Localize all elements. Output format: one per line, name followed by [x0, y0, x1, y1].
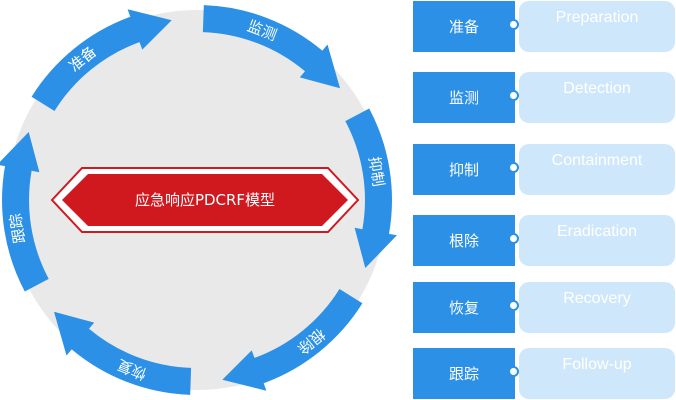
cycle-arrow-follow-up — [0, 132, 49, 292]
phase-cn-label: 抑制 — [413, 144, 515, 195]
phase-row-containment: 抑制 Containment — [413, 144, 675, 195]
phase-cn-label: 根除 — [413, 215, 515, 266]
phase-en-label: Containment — [519, 144, 675, 195]
phase-en-label: Detection — [519, 72, 675, 123]
cycle-arrow-recovery — [54, 311, 192, 395]
cycle-arrow-eradication — [222, 289, 363, 391]
phase-row-detection: 监测 Detection — [413, 72, 675, 123]
cycle-arrow-preparation — [31, 9, 172, 112]
phase-en-label: Follow-up — [519, 348, 675, 399]
cycle-arrow-detection — [202, 5, 340, 89]
phase-list: 准备 Preparation 监测 Detection 抑制 Containme… — [413, 0, 676, 400]
cycle-stage-label-follow-up: 跟踪 — [6, 212, 28, 244]
connector-dot-icon — [508, 162, 519, 173]
phase-en-label: Preparation — [519, 1, 675, 52]
phase-row-recovery: 恢复 Recovery — [413, 282, 675, 333]
phase-cn-label: 准备 — [413, 1, 515, 52]
cycle-arrow-containment — [345, 108, 397, 268]
phase-row-eradication: 根除 Eradication — [413, 215, 675, 266]
connector-dot-icon — [508, 233, 519, 244]
cycle-arrows — [0, 5, 397, 395]
center-title: 应急响应PDCRF模型 — [135, 191, 275, 209]
connector-dot-icon — [508, 366, 519, 377]
cycle-stage-label-containment: 抑制 — [365, 155, 387, 187]
center-banner: 应急响应PDCRF模型 — [50, 167, 360, 233]
connector-dot-icon — [508, 19, 519, 30]
connector-dot-icon — [508, 90, 519, 101]
phase-en-label: Eradication — [519, 215, 675, 266]
phase-cn-label: 监测 — [413, 72, 515, 123]
phase-row-preparation: 准备 Preparation — [413, 1, 675, 52]
phase-cn-label: 恢复 — [413, 282, 515, 333]
connector-dot-icon — [508, 300, 519, 311]
phase-row-follow-up: 跟踪 Follow-up — [413, 348, 675, 399]
phase-en-label: Recovery — [519, 282, 675, 333]
center-banner-inner — [62, 174, 348, 226]
phase-cn-label: 跟踪 — [413, 348, 515, 399]
